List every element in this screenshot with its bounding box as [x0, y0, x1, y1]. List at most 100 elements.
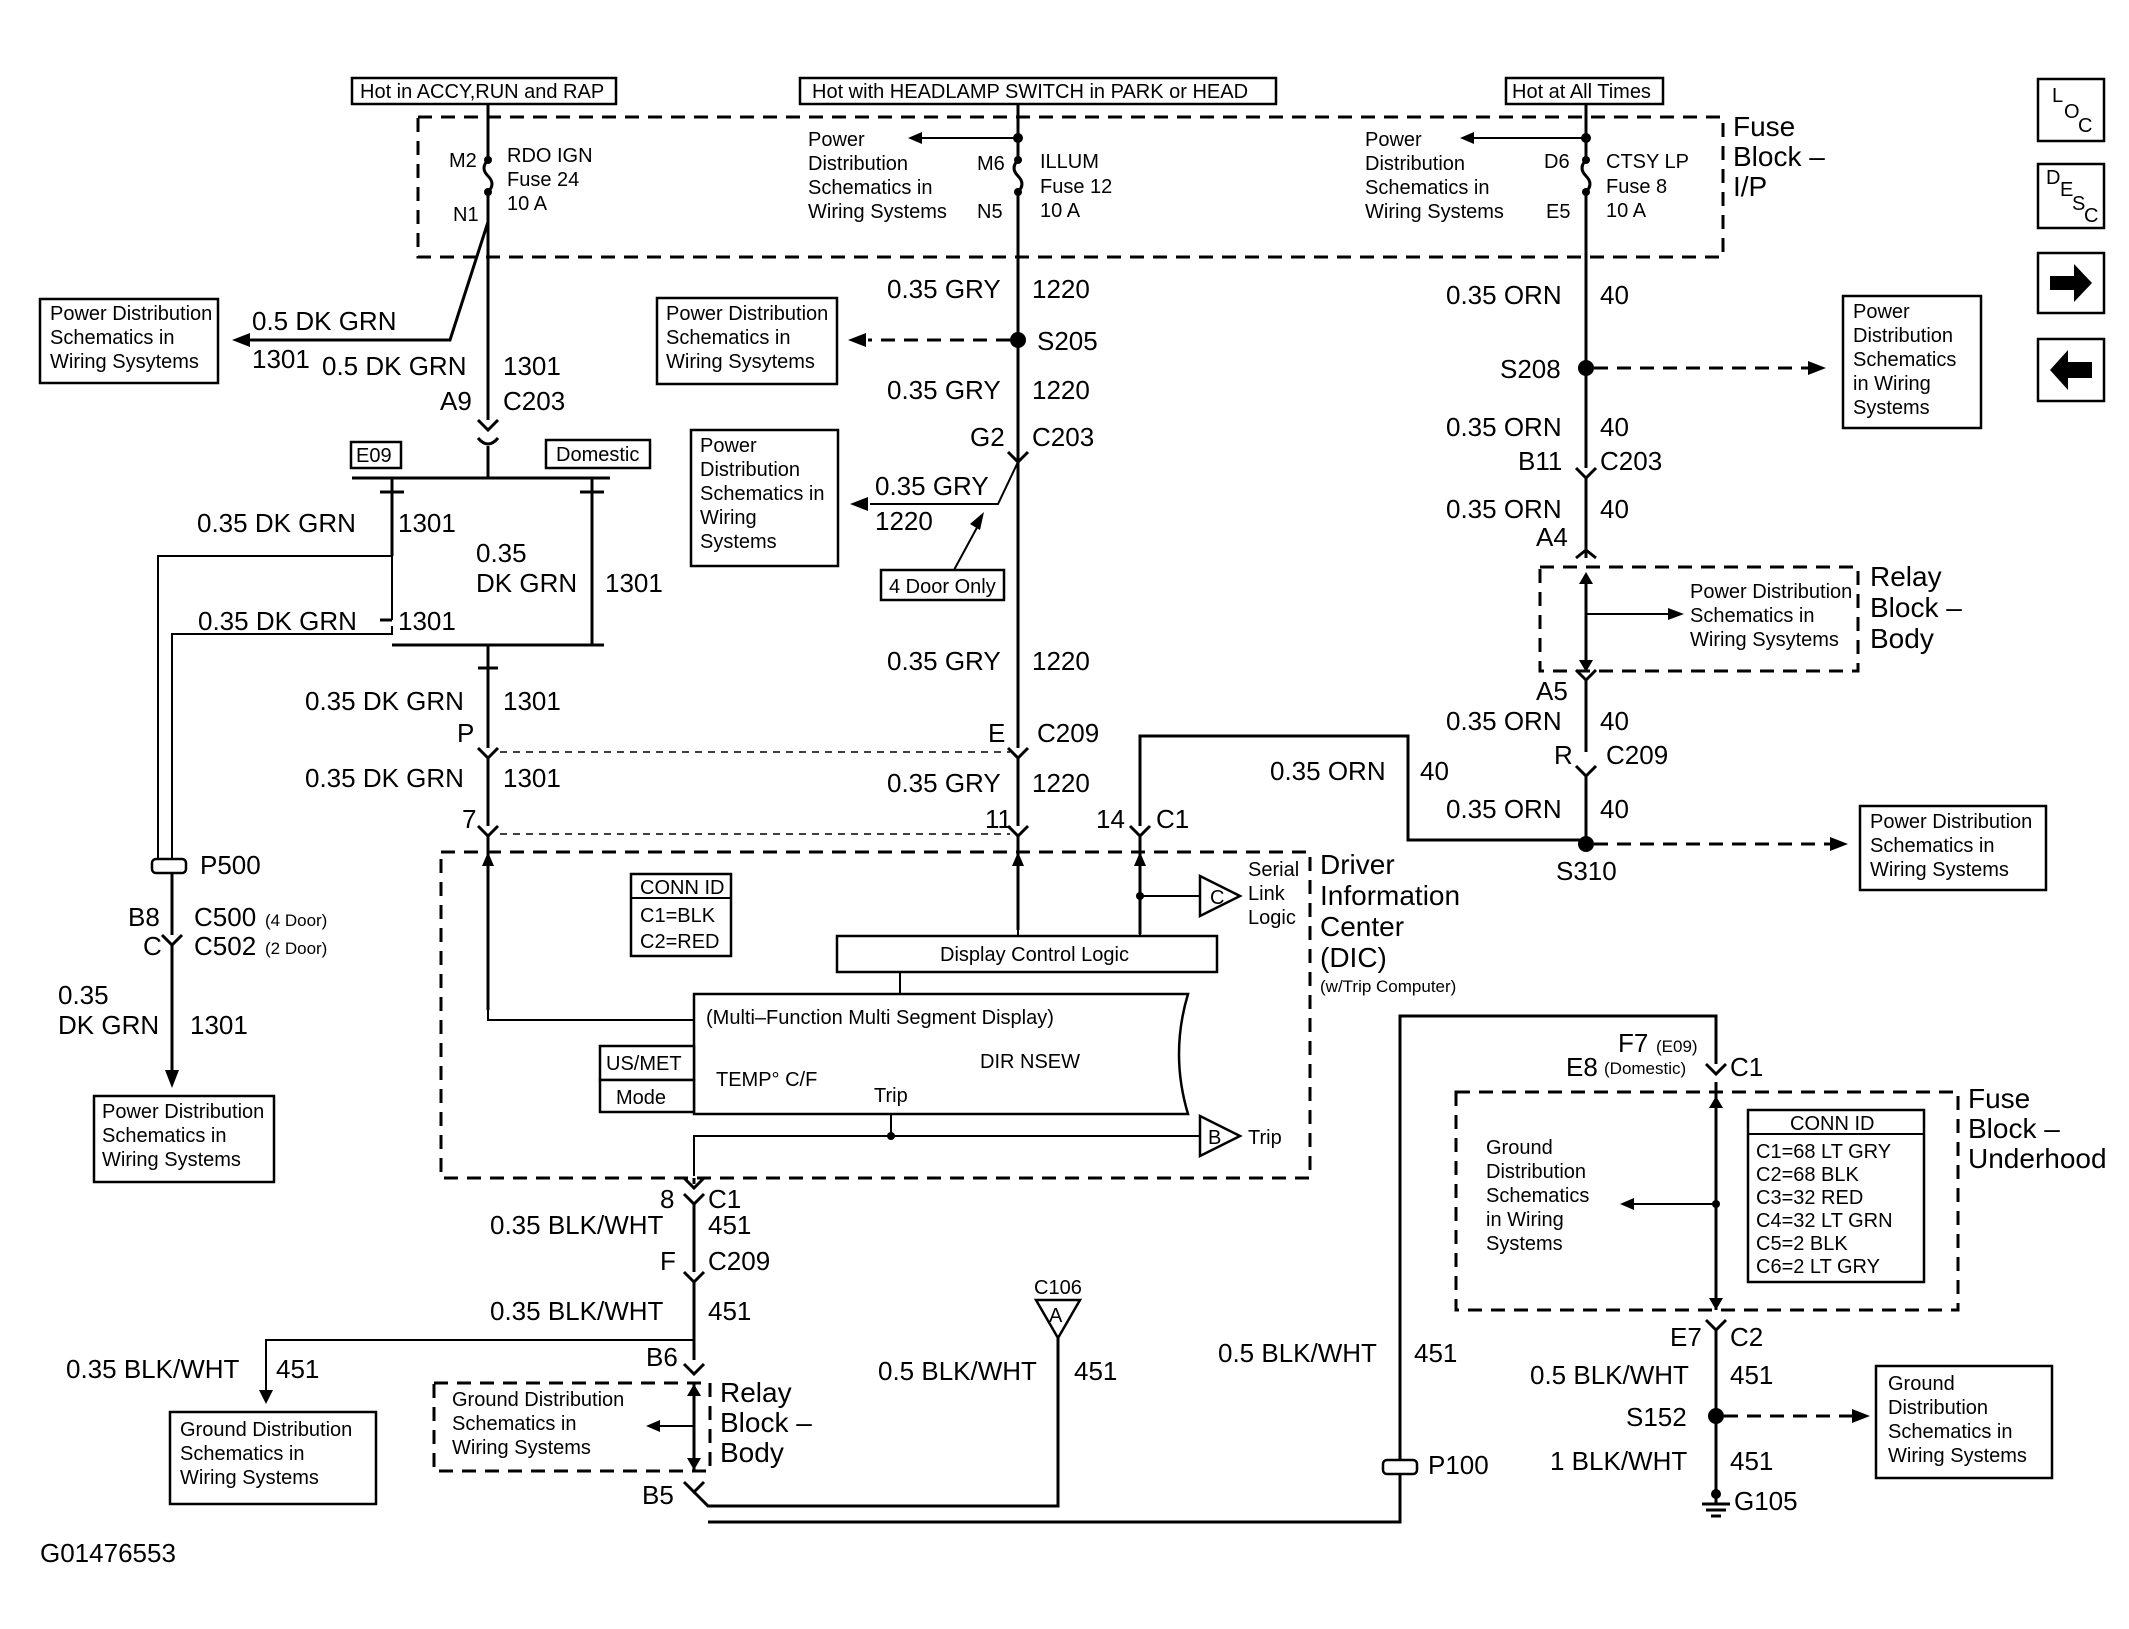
svg-text:Distribution: Distribution	[1365, 153, 1465, 175]
svg-text:Schematics in: Schematics in	[700, 483, 825, 505]
power-distribution-box-s205: Power Distribution Schematics in Wiring …	[655, 296, 839, 386]
svg-text:(Multi–Function Multi Segment: (Multi–Function Multi Segment Display)	[706, 1007, 1054, 1029]
header-always: Hot at All Times	[1504, 76, 1665, 106]
svg-text:Hot with HEADLAMP SWITCH in PA: Hot with HEADLAMP SWITCH in PARK or HEAD	[812, 81, 1248, 103]
ground-distribution-box-left: Ground Distribution Schematics in Wiring…	[168, 1410, 378, 1506]
svg-text:M2: M2	[449, 150, 477, 172]
wire-451-left: 8 C1 0.35 BLK/WHT 451 F C209 0.35 BLK/WH…	[66, 1176, 1402, 1524]
us-met-button	[598, 1044, 696, 1082]
svg-text:1301: 1301	[252, 344, 310, 374]
svg-text:14: 14	[1096, 804, 1125, 834]
svg-text:10 A: 10 A	[1040, 200, 1081, 222]
svg-text:Mode: Mode	[616, 1087, 666, 1109]
svg-text:0.5 BLK/WHT: 0.5 BLK/WHT	[1530, 1360, 1689, 1390]
fuse-block-ip-label: Fuse Block – I/P	[1733, 111, 1825, 202]
svg-text:in Wiring: in Wiring	[1853, 373, 1931, 395]
arrow-right-icon	[2050, 264, 2092, 302]
svg-text:DIR NSEW: DIR NSEW	[980, 1051, 1080, 1073]
svg-text:S: S	[2072, 193, 2085, 215]
svg-text:Ground: Ground	[1888, 1373, 1955, 1395]
svg-text:451: 451	[1414, 1338, 1457, 1368]
svg-text:Wiring Systems: Wiring Systems	[1888, 1445, 2027, 1467]
svg-text:(E09): (E09)	[1656, 1037, 1698, 1056]
arrow-left-icon	[2050, 350, 2092, 390]
svg-text:Wiring: Wiring	[700, 507, 757, 529]
svg-text:Schematics in: Schematics in	[102, 1125, 227, 1147]
header-accy: Hot in ACCY,RUN and RAP	[350, 76, 618, 106]
svg-text:Power Distribution: Power Distribution	[50, 303, 212, 325]
svg-text:Underhood: Underhood	[1968, 1143, 2107, 1174]
svg-text:S310: S310	[1556, 856, 1617, 886]
svg-text:Power Distribution: Power Distribution	[666, 303, 828, 325]
svg-text:R: R	[1554, 740, 1573, 770]
svg-text:Schematics in: Schematics in	[1870, 835, 1995, 857]
svg-text:A4: A4	[1536, 522, 1568, 552]
loc-button[interactable]: L O C	[2036, 77, 2106, 143]
svg-text:1301: 1301	[398, 606, 456, 636]
svg-text:D6: D6	[1544, 151, 1570, 173]
svg-text:Block –: Block –	[1870, 592, 1962, 623]
svg-text:B8: B8	[128, 902, 160, 932]
svg-text:Body: Body	[1870, 623, 1934, 654]
svg-text:40: 40	[1600, 280, 1629, 310]
svg-text:Domestic: Domestic	[556, 444, 639, 466]
svg-text:Wiring Systems: Wiring Systems	[452, 1437, 591, 1459]
svg-text:Schematics in: Schematics in	[50, 327, 175, 349]
svg-text:B11: B11	[1518, 446, 1562, 476]
svg-text:C2: C2	[1730, 1322, 1763, 1352]
svg-text:E: E	[988, 718, 1005, 748]
svg-text:0.5 DK GRN: 0.5 DK GRN	[252, 306, 397, 336]
svg-text:0.35 GRY: 0.35 GRY	[887, 768, 1001, 798]
svg-text:Fuse: Fuse	[1968, 1083, 2030, 1114]
svg-text:Wiring Systems: Wiring Systems	[180, 1467, 319, 1489]
svg-text:(w/Trip Computer): (w/Trip Computer)	[1320, 977, 1456, 996]
svg-text:Display Control Logic: Display Control Logic	[940, 944, 1129, 966]
prev-arrow-button[interactable]	[2036, 337, 2106, 403]
svg-text:Schematics in: Schematics in	[452, 1413, 577, 1435]
svg-text:Schematics: Schematics	[1853, 349, 1956, 371]
svg-text:0.35: 0.35	[476, 538, 527, 568]
power-distribution-box-s310: Power Distribution Schematics in Wiring …	[1858, 804, 2048, 892]
svg-text:0.35 DK GRN: 0.35 DK GRN	[197, 508, 356, 538]
svg-text:RDO IGN: RDO IGN	[507, 145, 593, 167]
svg-text:Power: Power	[1365, 129, 1422, 151]
power-distribution-ref-ctsy: Power Distribution Schematics in Wiring …	[1365, 129, 1586, 223]
svg-text:C3=32 RED: C3=32 RED	[1756, 1187, 1863, 1209]
svg-text:0.35 ORN: 0.35 ORN	[1270, 756, 1386, 786]
svg-text:Ground: Ground	[1486, 1137, 1553, 1159]
svg-text:Power Distribution: Power Distribution	[1690, 581, 1852, 603]
svg-text:CONN ID: CONN ID	[640, 877, 724, 899]
svg-text:(2 Door): (2 Door)	[265, 939, 327, 958]
svg-text:S208: S208	[1500, 354, 1561, 384]
svg-text:Power: Power	[700, 435, 757, 457]
svg-text:P500: P500	[200, 850, 261, 880]
svg-text:Distribution: Distribution	[1853, 325, 1953, 347]
svg-text:F: F	[660, 1246, 676, 1276]
svg-text:P100: P100	[1428, 1450, 1489, 1480]
svg-text:Hot in ACCY,RUN and RAP: Hot in ACCY,RUN and RAP	[360, 81, 604, 103]
svg-text:Schematics in: Schematics in	[666, 327, 791, 349]
wire-40: 0.35 ORN 40 S208 0.35 ORN 40 B11 C203 0.…	[1270, 192, 1848, 886]
svg-text:40: 40	[1600, 794, 1629, 824]
svg-text:1301: 1301	[503, 351, 561, 381]
svg-text:(4 Door): (4 Door)	[265, 911, 327, 930]
svg-text:O: O	[2064, 101, 2080, 123]
fuse-ctsy-lp: D6 E5 CTSY LP Fuse 8 10 A	[1544, 104, 1689, 223]
svg-text:Schematics in: Schematics in	[1888, 1421, 2013, 1443]
svg-text:Block –: Block –	[1733, 141, 1825, 172]
svg-text:C5=2 BLK: C5=2 BLK	[1756, 1233, 1848, 1255]
power-distribution-box-left-top: Power Distribution Schematics in Wiring …	[38, 297, 220, 385]
fuse-rdo-ign: M2 N1 RDO IGN Fuse 24 10 A	[449, 104, 593, 226]
desc-button[interactable]: D E S C	[2036, 162, 2106, 230]
svg-text:1 BLK/WHT: 1 BLK/WHT	[1550, 1446, 1687, 1476]
svg-text:E8: E8	[1566, 1052, 1598, 1082]
svg-text:Fuse 8: Fuse 8	[1606, 176, 1667, 198]
mode-button	[598, 1078, 696, 1114]
svg-text:C209: C209	[1606, 740, 1668, 770]
svg-text:Schematics in: Schematics in	[808, 177, 933, 199]
header-headlamp: Hot with HEADLAMP SWITCH in PARK or HEAD	[798, 76, 1278, 106]
next-arrow-button[interactable]	[2036, 251, 2106, 315]
svg-text:11: 11	[985, 804, 1012, 834]
svg-text:C203: C203	[1032, 422, 1094, 452]
svg-text:ILLUM: ILLUM	[1040, 151, 1099, 173]
